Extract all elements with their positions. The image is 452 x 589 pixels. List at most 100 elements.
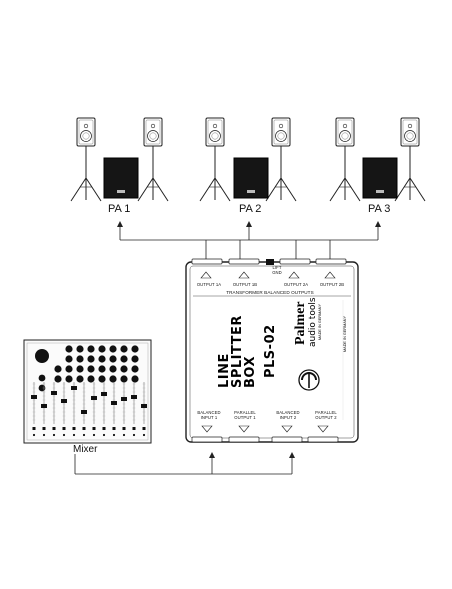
- parallel-output-1-label: PARALLEL OUTPUT 1: [229, 410, 261, 420]
- balanced-input-2-label: BALANCED INPUT 2: [272, 410, 304, 420]
- tweeter: [150, 123, 156, 129]
- channel-led: [82, 433, 86, 437]
- woofer: [339, 130, 351, 142]
- channel-knob: [87, 365, 95, 373]
- lift-gnd-label: LIFT GND: [267, 265, 287, 275]
- mute-button: [92, 427, 96, 430]
- subwoofer: [362, 157, 398, 199]
- mixer-panel: [26, 342, 149, 441]
- channel-led: [122, 433, 126, 437]
- tweeter: [278, 123, 284, 129]
- fader-cap: [121, 397, 127, 401]
- fader-cap: [141, 404, 147, 408]
- arrow-to-pa-1: [117, 221, 123, 227]
- stand-leg-right: [280, 177, 297, 202]
- top-port-arrow: [288, 271, 300, 279]
- tweeter: [212, 123, 218, 129]
- channel-led: [32, 433, 36, 437]
- pa-3-label: PA 3: [368, 203, 391, 215]
- bottom-port-arrow: [317, 425, 329, 433]
- subwoofer: [233, 157, 269, 199]
- lift-text: LIFT: [272, 265, 282, 270]
- fader-cap: [101, 392, 107, 396]
- channel-knob: [87, 355, 95, 363]
- top-port-arrow: [324, 271, 336, 279]
- ground-lift-switch: [266, 259, 274, 265]
- woofer: [404, 130, 416, 142]
- channel-led: [142, 433, 146, 437]
- output-1a-label: OUTPUT 1A: [196, 282, 222, 287]
- bottom-port-arrow: [238, 425, 250, 433]
- speaker-bezel: [145, 119, 161, 145]
- top-xlr-port: [228, 258, 260, 265]
- bi1-line1: BALANCED: [197, 410, 221, 415]
- channel-knob: [87, 345, 95, 353]
- satellite-speaker-left: [199, 117, 231, 202]
- channel-led: [112, 433, 116, 437]
- fader-cap: [91, 396, 97, 400]
- stand-leg-left: [199, 177, 216, 202]
- stand-leg-right: [214, 177, 231, 202]
- bottom-xlr-port: [191, 436, 223, 443]
- woofer-cone: [341, 132, 349, 140]
- satellite-speaker-left: [329, 117, 361, 202]
- mute-button: [102, 427, 106, 430]
- mute-button: [62, 427, 66, 430]
- title-line-3: BOX: [243, 355, 258, 388]
- fader-cap: [51, 391, 57, 395]
- channel-led: [62, 433, 66, 437]
- stand-leg-left: [70, 177, 87, 202]
- channel-knob: [98, 355, 106, 363]
- subwoofer: [103, 157, 139, 199]
- arrow-to-pa-2: [246, 221, 252, 227]
- satellite-speaker-right: [137, 117, 169, 202]
- channel-knob: [120, 345, 128, 353]
- top-xlr-port: [315, 258, 347, 265]
- fader-cap: [81, 410, 87, 414]
- pa-systems: [70, 117, 426, 202]
- top-xlr-port: [279, 258, 311, 265]
- po2-line1: PARALLEL: [315, 410, 337, 415]
- channel-knob: [76, 345, 84, 353]
- brand-subtitle: audio tools: [308, 297, 318, 347]
- woofer: [80, 130, 92, 142]
- po1-line1: PARALLEL: [234, 410, 256, 415]
- bi2-line2: INPUT 2: [279, 415, 297, 420]
- mute-button: [122, 427, 126, 430]
- gnd-text: GND: [272, 270, 282, 275]
- tweeter: [83, 123, 89, 129]
- woofer-cone: [149, 132, 157, 140]
- woofer-cone: [406, 132, 414, 140]
- channel-knob: [131, 365, 139, 373]
- pa-1-label: PA 1: [108, 203, 131, 215]
- aux-knob: [38, 384, 46, 392]
- bi1-line2: INPUT 1: [200, 415, 218, 420]
- line-splitter-box: [185, 258, 359, 443]
- woofer: [209, 130, 221, 142]
- channel-led: [132, 433, 136, 437]
- bi2-line1: BALANCED: [276, 410, 300, 415]
- channel-knob: [109, 355, 117, 363]
- channel-knob: [54, 365, 62, 373]
- speaker-bezel: [78, 119, 94, 145]
- po1-line2: OUTPUT 1: [234, 415, 256, 420]
- satellite-speaker-right: [265, 117, 297, 202]
- mute-button: [82, 427, 86, 430]
- channel-knob: [98, 345, 106, 353]
- channel-knob: [131, 345, 139, 353]
- mute-button: [112, 427, 116, 430]
- channel-knob: [109, 365, 117, 373]
- stand-leg-right: [344, 177, 361, 202]
- channel-knob: [65, 365, 73, 373]
- channel-led: [92, 433, 96, 437]
- woofer: [275, 130, 287, 142]
- mute-button: [132, 427, 136, 430]
- woofer-cone: [277, 132, 285, 140]
- signal-wires: [74, 221, 381, 475]
- tweeter: [342, 123, 348, 129]
- product-title: LINE SPLITTER BOX: [217, 315, 258, 388]
- channel-knob: [131, 355, 139, 363]
- speaker-bezel: [207, 119, 223, 145]
